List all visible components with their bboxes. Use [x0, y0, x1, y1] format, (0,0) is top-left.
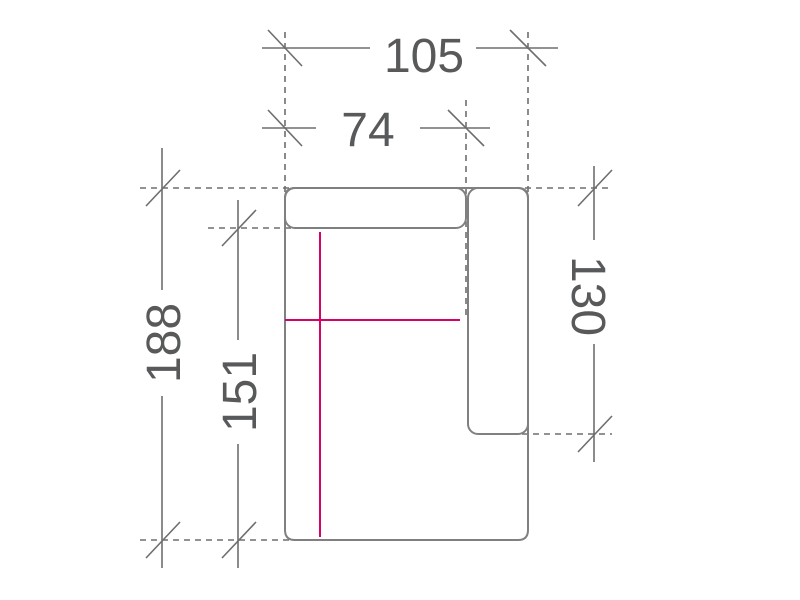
label-seat-depth: 151	[214, 352, 267, 432]
label-total-depth: 188	[138, 303, 191, 383]
center-marker	[285, 232, 460, 537]
seat-outline	[284, 187, 529, 541]
label-seat-width: 74	[341, 104, 394, 157]
dimension-total-width: 105	[262, 29, 558, 83]
label-armrest-depth: 130	[561, 256, 614, 336]
sofa-outline	[284, 187, 529, 541]
dimension-seat-depth: 151	[214, 200, 267, 568]
dimension-total-depth: 188	[138, 148, 191, 568]
dimension-armrest-depth: 130	[561, 166, 614, 462]
label-total-width: 105	[384, 30, 464, 83]
backrest-cushion	[284, 187, 467, 229]
dimension-seat-width: 74	[262, 104, 490, 157]
armrest	[467, 187, 529, 435]
